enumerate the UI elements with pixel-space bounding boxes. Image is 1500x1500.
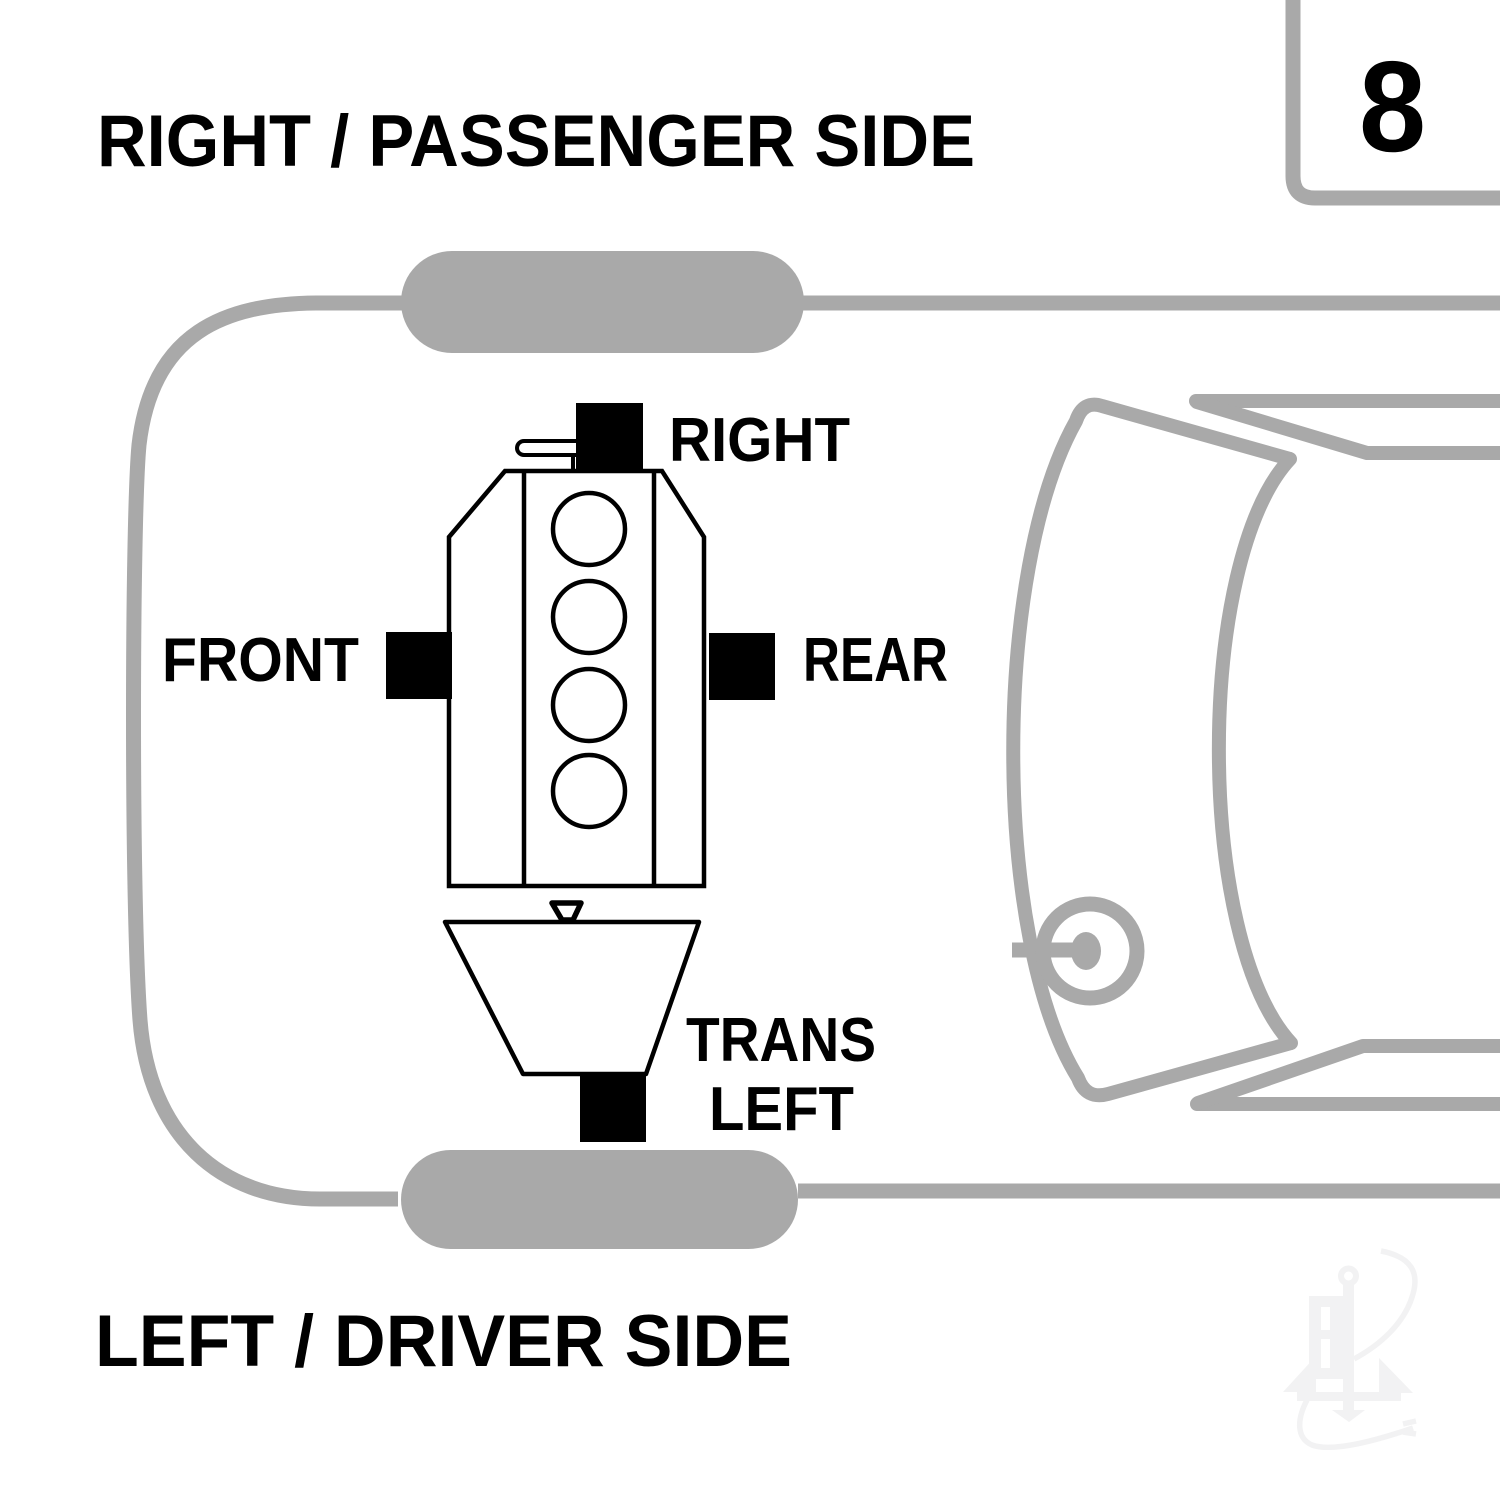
svg-text:8: 8 xyxy=(1359,35,1426,179)
svg-text:RIGHT: RIGHT xyxy=(669,406,850,475)
svg-text:TRANS: TRANS xyxy=(686,1006,876,1075)
svg-text:LEFT: LEFT xyxy=(709,1075,854,1144)
svg-text:LEFT / DRIVER SIDE: LEFT / DRIVER SIDE xyxy=(95,1301,792,1382)
svg-text:REAR: REAR xyxy=(803,626,948,695)
svg-text:FRONT: FRONT xyxy=(162,626,359,695)
svg-text:RIGHT / PASSENGER SIDE: RIGHT / PASSENGER SIDE xyxy=(97,101,975,182)
